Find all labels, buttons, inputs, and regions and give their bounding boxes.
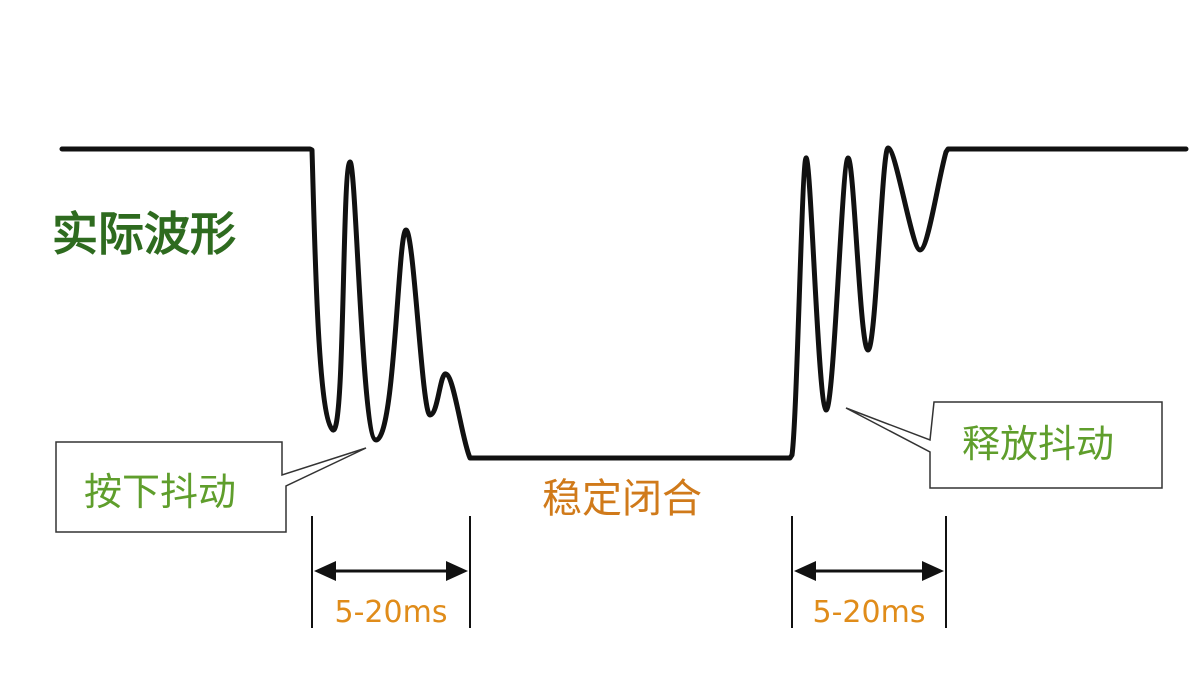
actual-waveform-label: 实际波形 [52,207,236,261]
press-arrow-head-right [446,561,468,581]
release-arrow-head-right [922,561,944,581]
stable-closed-label: 稳定闭合 [542,476,702,522]
press-bounce-callout: 按下抖动 [55,441,367,533]
release-bounce-label: 释放抖动 [962,422,1114,466]
release-bounce-callout: 释放抖动 [845,401,1163,489]
release-arrow-head-left [794,561,816,581]
release-duration-label: 5-20ms [813,595,926,630]
press-bounce-label: 按下抖动 [84,470,236,514]
press-duration-marker: 5-20ms [311,516,471,630]
press-arrow-head-left [314,561,336,581]
release-callout-box [845,401,1163,489]
release-duration-marker: 5-20ms [791,516,947,630]
press-callout-box [55,441,367,533]
press-duration-label: 5-20ms [335,595,448,630]
waveform-line [59,145,1189,461]
